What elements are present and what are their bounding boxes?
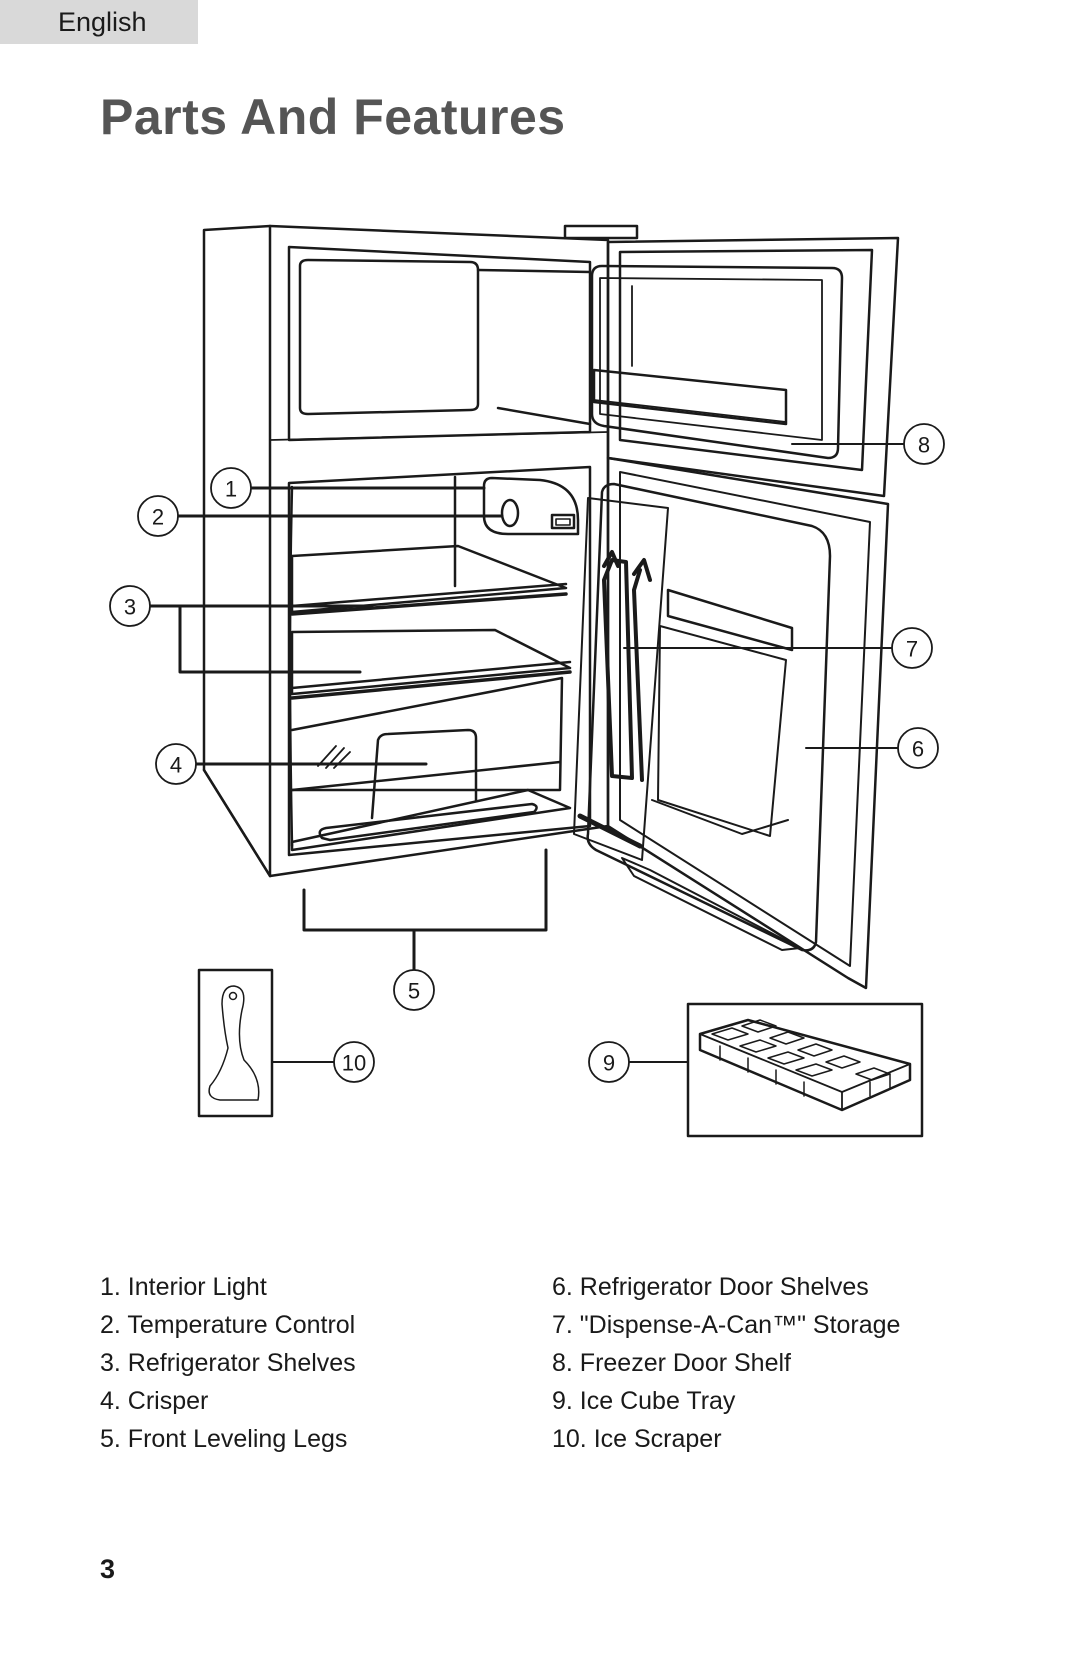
callout-1-circle: [210, 467, 252, 509]
callout-4-circle: [155, 743, 197, 785]
refrigerator-door: [573, 456, 890, 990]
callout-10-circle: [333, 1041, 375, 1083]
callout-1-label: 1: [225, 477, 237, 502]
callout-8-circle: [903, 423, 945, 465]
parts-legend-left: 1. Interior Light 2. Temperature Control…: [100, 1268, 356, 1458]
callout-5-circle: [393, 969, 435, 1011]
legend-item: 1. Interior Light: [100, 1273, 267, 1301]
callout-10-label: 10: [342, 1051, 366, 1076]
legend-item: 10. Ice Scraper: [552, 1425, 722, 1453]
callout-6-circle: [897, 727, 939, 769]
refrigerator-cabinet: [202, 224, 639, 878]
callout-7-circle: [891, 627, 933, 669]
callout-3-label: 3: [124, 595, 136, 620]
legend-item: 5. Front Leveling Legs: [100, 1425, 348, 1453]
page-title: Parts And Features: [100, 89, 566, 145]
ice-cube-tray: [686, 1002, 924, 1138]
callout-6-label: 6: [912, 737, 924, 762]
parts-legend-right: 6. Refrigerator Door Shelves 7. "Dispens…: [552, 1268, 900, 1458]
legend-item: 3. Refrigerator Shelves: [100, 1349, 356, 1377]
page-number: 3: [100, 1554, 116, 1584]
legend-item: 8. Freezer Door Shelf: [552, 1349, 791, 1377]
ice-scraper: [197, 968, 274, 1118]
callout-7-label: 7: [906, 637, 918, 662]
callout-4-label: 4: [170, 753, 182, 778]
callout-2-circle: [137, 495, 179, 537]
legend-item: 6. Refrigerator Door Shelves: [552, 1273, 869, 1301]
callout-5-label: 5: [408, 979, 420, 1004]
legend-item: 7. "Dispense-A-Can™" Storage: [552, 1311, 901, 1339]
callout-9-circle: [588, 1041, 630, 1083]
callout-markers: [109, 423, 945, 1083]
callout-2-label: 2: [152, 505, 164, 530]
legend-item: 9. Ice Cube Tray: [552, 1387, 736, 1415]
freezer-door: [590, 236, 900, 498]
callout-3-circle: [109, 585, 151, 627]
legend-item: 4. Crisper: [100, 1387, 209, 1415]
callout-9-label: 9: [603, 1051, 615, 1076]
callout-leaders: [148, 443, 905, 1063]
legend-item: 2. Temperature Control: [100, 1311, 356, 1339]
callout-8-label: 8: [918, 433, 930, 458]
language-tab: English: [0, 0, 198, 44]
